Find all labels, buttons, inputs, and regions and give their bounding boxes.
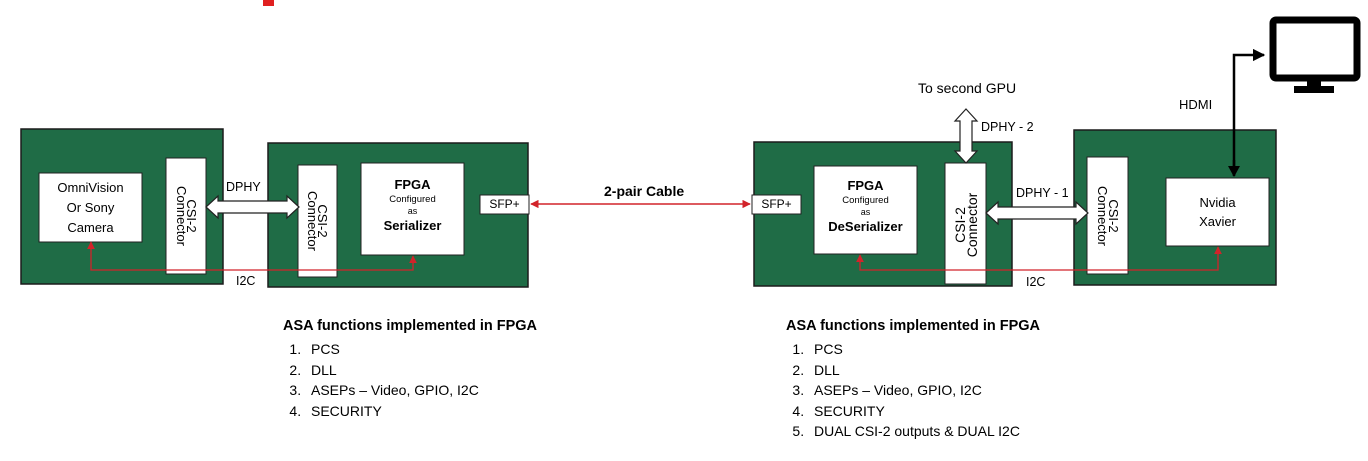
serializer-fpga-title: FPGA	[394, 177, 431, 192]
camera-connector-line2: Connector	[174, 186, 189, 246]
serializer-connector-line2: Connector	[305, 191, 320, 251]
i2c-right-line	[856, 246, 1222, 271]
serializer-functions-heading: ASA functions implemented in FPGA	[283, 318, 538, 334]
xavier-module-line2: Xavier	[1199, 214, 1236, 229]
deserializer-csi2-connector	[944, 162, 987, 285]
to-second-gpu-label: To second GPU	[918, 80, 1017, 96]
deserializer-fpga-label: FPGA Configured as DeSerializer	[814, 177, 917, 236]
dphy-2-label: DPHY - 2	[981, 120, 1034, 134]
deserializer-functions-heading: ASA functions implemented in FPGA	[786, 318, 1041, 334]
list-item: DLL	[808, 360, 1040, 381]
deserializer-sfp-label: SFP+	[761, 197, 792, 211]
deserializer-sfp	[751, 194, 802, 215]
camera-module	[38, 172, 143, 243]
list-item: ASEPs – Video, GPIO, I2C	[808, 380, 1040, 401]
camera-label-line2: Or Sony	[66, 200, 115, 215]
deserializer-connector-line2: Connector	[964, 192, 980, 258]
deserializer-fpga-title: FPGA	[847, 178, 884, 193]
serializer-functions: ASA functions implemented in FPGA PCS DL…	[283, 318, 537, 421]
dphy-label: DPHY	[226, 180, 261, 194]
camera-label-line3: Camera	[67, 220, 114, 235]
xavier-module	[1165, 177, 1270, 247]
hdmi-line	[1232, 48, 1266, 176]
list-item: SECURITY	[305, 401, 537, 422]
list-item: DUAL CSI-2 outputs & DUAL I2C	[808, 421, 1040, 442]
list-item: PCS	[305, 339, 537, 360]
xavier-module-label: Nvidia Xavier	[1166, 193, 1269, 231]
serializer-fpga-configured: Configured	[389, 194, 436, 205]
serializer-fpga-label: FPGA Configured as Serializer	[361, 176, 464, 235]
serializer-functions-list: PCS DLL ASEPs – Video, GPIO, I2C SECURIT…	[283, 339, 537, 421]
i2c-left-line	[87, 241, 417, 271]
serializer-sfp	[479, 194, 530, 215]
i2c-right-label: I2C	[1026, 275, 1046, 289]
cable-label: 2-pair Cable	[604, 183, 685, 199]
serializer-connector-label: CSI-2 Connector	[305, 171, 330, 271]
hdmi-arrowhead	[1228, 166, 1240, 177]
camera-connector-label: CSI-2 Connector	[174, 166, 199, 266]
deserializer-functions-list: PCS DLL ASEPs – Video, GPIO, I2C SECURIT…	[786, 339, 1040, 442]
serializer-sfp-label: SFP+	[489, 197, 520, 211]
deserializer-fpga-configured: Configured	[842, 195, 889, 206]
deserializer-connector-label: CSI-2 Connector	[952, 175, 980, 275]
list-item: PCS	[808, 339, 1040, 360]
xavier-module-line1: Nvidia	[1199, 195, 1236, 210]
accent-mark	[263, 0, 274, 6]
camera-label-line1: OmniVision	[57, 180, 124, 195]
list-item: SECURITY	[808, 401, 1040, 422]
list-item: ASEPs – Video, GPIO, I2C	[305, 380, 537, 401]
camera-label: OmniVision Or Sony Camera	[39, 178, 142, 238]
xavier-connector-line2: Connector	[1095, 186, 1110, 246]
xavier-connector-label: CSI-2 Connector	[1095, 166, 1121, 266]
dphy-link-arrow	[205, 194, 300, 220]
deserializer-fpga-role: DeSerializer	[828, 219, 903, 234]
i2c-left-label: I2C	[236, 274, 256, 288]
list-item: DLL	[305, 360, 537, 381]
dphy-2-link-arrow	[953, 108, 979, 164]
monitor-icon	[1269, 16, 1361, 93]
serializer-fpga-as: as	[407, 206, 418, 216]
serializer-fpga	[360, 162, 465, 256]
dphy-1-label: DPHY - 1	[1016, 186, 1069, 200]
deserializer-functions: ASA functions implemented in FPGA PCS DL…	[786, 318, 1040, 442]
deserializer-fpga-as: as	[860, 207, 871, 217]
dphy-1-link-arrow	[985, 200, 1089, 226]
serializer-fpga-role: Serializer	[383, 218, 442, 233]
hdmi-label: HDMI	[1179, 97, 1213, 112]
